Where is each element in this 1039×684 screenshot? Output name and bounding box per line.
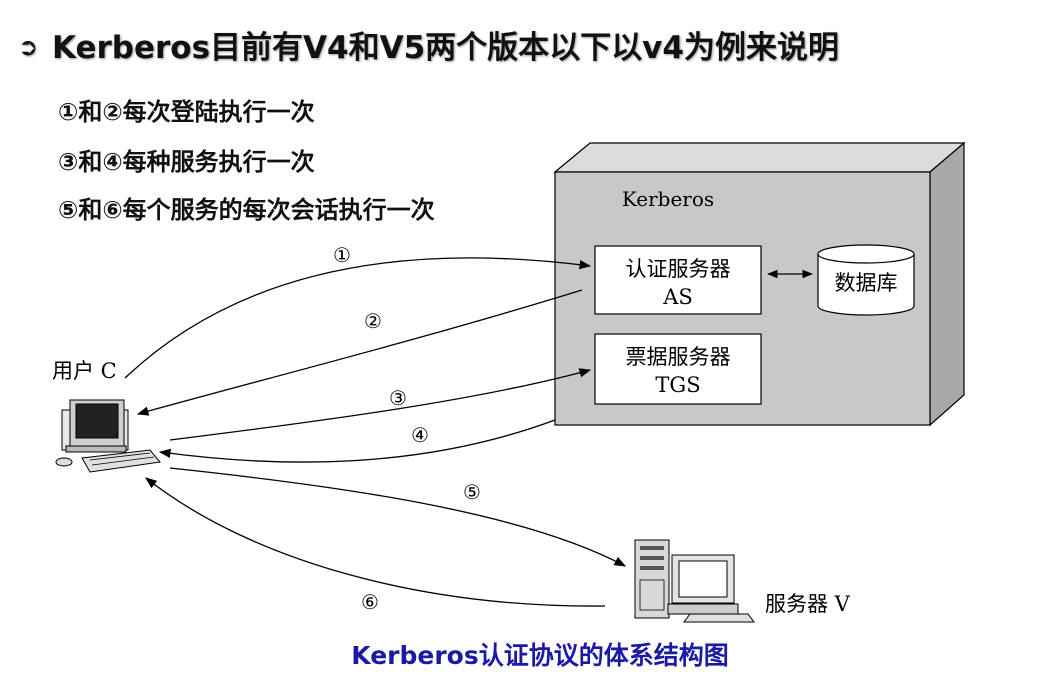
tgs-box: 票据服务器 TGS	[594, 333, 762, 405]
database-label: 数据库	[835, 271, 898, 295]
as-box: 认证服务器 AS	[594, 245, 762, 315]
tgs-box-title: 票据服务器	[626, 345, 731, 369]
arrow-step-4	[158, 419, 556, 463]
note-steps-1-2: ①和②每次登陆执行一次	[58, 98, 315, 126]
step-label-2: ②	[364, 309, 382, 333]
step-label-3: ③	[389, 386, 407, 410]
arrow-step-3	[169, 368, 592, 441]
arrow-step-2	[136, 289, 583, 416]
arrow-step-6	[145, 477, 606, 607]
server-label: 服务器 V	[765, 592, 851, 616]
as-box-title: 认证服务器	[626, 257, 731, 281]
arrow-step-5	[169, 467, 627, 567]
note-steps-5-6: ⑤和⑥每个服务的每次会话执行一次	[58, 196, 435, 224]
note-steps-3-4: ③和④每种服务执行一次	[58, 148, 315, 176]
as-box-abbr: AS	[662, 285, 693, 309]
step-label-5: ⑤	[463, 480, 481, 504]
kerberos-label: Kerberos	[622, 187, 714, 211]
diagram-caption: Kerberos认证协议的体系结构图	[351, 641, 729, 670]
slide-heading: ➲ Kerberos目前有V4和V5两个版本以下以v4为例来说明	[18, 22, 839, 67]
database-cylinder-icon	[817, 244, 915, 316]
tgs-box-abbr: TGS	[655, 373, 700, 397]
arrow-step-1	[124, 257, 592, 379]
step-label-4: ④	[411, 423, 429, 447]
heading-text: Kerberos目前有V4和V5两个版本以下以v4为例来说明	[52, 30, 839, 66]
step-label-6: ⑥	[361, 590, 379, 614]
user-label: 用户 C	[52, 359, 117, 383]
circled-arrow-icon: ➲	[18, 33, 39, 61]
step-label-1: ①	[333, 243, 351, 267]
user-computer-icon	[55, 399, 161, 473]
server-computer-icon	[634, 539, 755, 623]
